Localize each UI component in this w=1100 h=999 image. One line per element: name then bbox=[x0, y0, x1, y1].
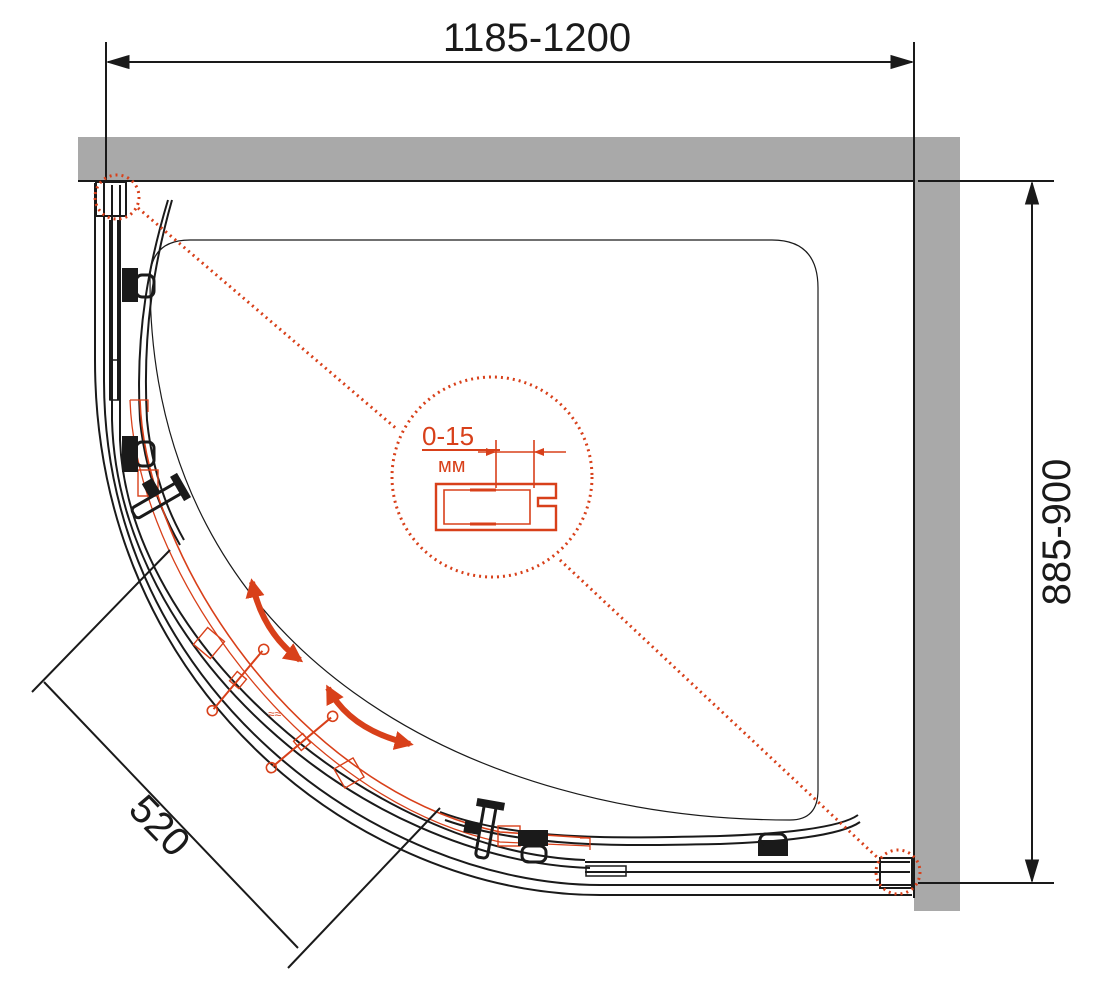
hardware bbox=[95, 181, 913, 889]
depth-dimension: 885-900 bbox=[918, 180, 1079, 884]
orange-roller-3 bbox=[333, 757, 365, 789]
unit-label: мм bbox=[438, 455, 466, 477]
detail-callout: 0-15 мм bbox=[93, 173, 922, 896]
frame-second-curve bbox=[103, 183, 912, 886]
width-label: 1185-1200 bbox=[443, 16, 631, 60]
bottom-stopper bbox=[585, 865, 627, 877]
door-dimension-line bbox=[43, 681, 299, 949]
door-dimension: 520 bbox=[31, 549, 441, 969]
back-wall bbox=[78, 137, 960, 181]
left-stopper bbox=[109, 359, 121, 401]
orange-door-line-2 bbox=[129, 399, 591, 847]
gap-arrow-left bbox=[486, 448, 496, 456]
sliding-doors bbox=[138, 199, 861, 847]
roller-bottom-right bbox=[758, 832, 788, 856]
roller-mid-left bbox=[122, 436, 156, 472]
orange-roller-mark: ≈≈ bbox=[268, 707, 282, 721]
callout-leader-2 bbox=[558, 558, 882, 862]
orange-roller-2 bbox=[192, 626, 226, 660]
profile-inner bbox=[443, 489, 531, 525]
orange-roller-1 bbox=[137, 469, 159, 497]
profile-outer bbox=[434, 482, 558, 532]
gap-label: 0-15 bbox=[422, 421, 474, 451]
movement-arrows bbox=[245, 578, 414, 750]
handle-bottom bbox=[463, 798, 505, 860]
callout-leader-1 bbox=[137, 206, 399, 432]
door-width-label: 520 bbox=[120, 787, 198, 866]
door-left-inner bbox=[144, 199, 185, 541]
wall-profile-bottom-right bbox=[879, 857, 913, 889]
roller-bottom-mid bbox=[518, 830, 548, 864]
arrow-left-door bbox=[245, 578, 304, 663]
orange-door-end-top bbox=[130, 399, 149, 412]
door-ext-line-1 bbox=[31, 549, 171, 693]
door-bottom-inner bbox=[444, 819, 861, 847]
handle-left bbox=[130, 472, 191, 520]
width-dimension: 1185-1200 bbox=[105, 16, 915, 182]
callout-corner-top-left bbox=[93, 173, 141, 221]
callout-corner-bottom-right bbox=[874, 848, 922, 896]
side-wall bbox=[914, 137, 960, 911]
door-ext-line-2 bbox=[287, 807, 441, 969]
depth-label: 885-900 bbox=[1035, 459, 1079, 606]
arrow-bottom-door bbox=[325, 684, 414, 750]
orange-door-end-bottom bbox=[580, 837, 591, 850]
shower-tray-outline bbox=[149, 239, 819, 821]
gap-arrow-right bbox=[534, 448, 544, 456]
roller-top-left bbox=[122, 268, 156, 302]
walls bbox=[78, 137, 960, 911]
door-bottom-outer bbox=[439, 811, 859, 839]
bottom-track bbox=[585, 861, 910, 873]
callout-magnifier bbox=[390, 375, 594, 579]
frame-outer-curve bbox=[94, 183, 912, 896]
